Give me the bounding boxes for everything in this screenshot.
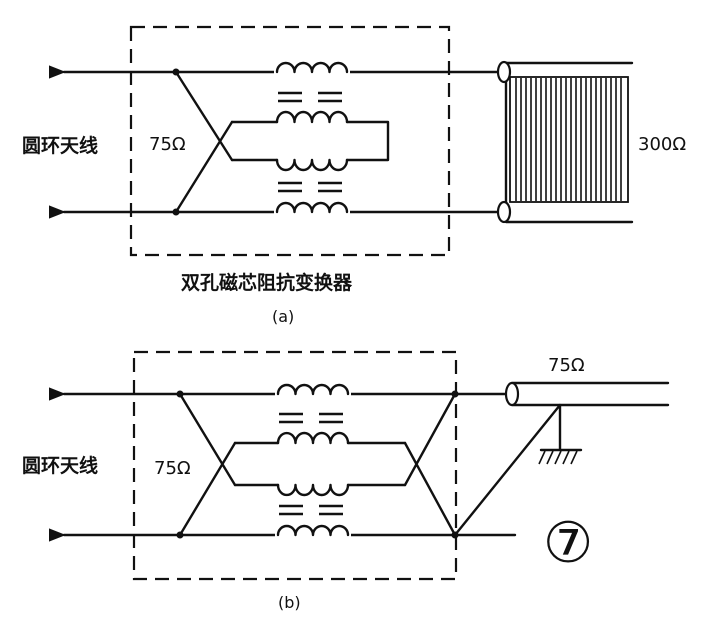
coil-b-center-upper <box>276 431 350 445</box>
transformer-b-box <box>132 350 458 581</box>
input-impedance-b: 75Ω <box>154 458 191 479</box>
shield-wire <box>453 403 562 537</box>
coil-a-top <box>275 61 349 74</box>
caption-a: (a) <box>272 307 294 326</box>
input-impedance-a: 75Ω <box>149 134 186 155</box>
transformer-label: 双孔磁芯阻抗变换器 <box>181 271 353 294</box>
coax-cable-75 <box>504 381 670 407</box>
coil-a-bottom <box>275 201 349 214</box>
antenna-label-a: 圆环天线 <box>22 134 98 157</box>
coil-b-bottom <box>276 524 350 537</box>
cross-wire-a <box>174 70 234 214</box>
diagram-b: 圆环天线 75Ω 75Ω (b) ⑦ <box>22 350 670 612</box>
antenna-label-b: 圆环天线 <box>22 454 98 477</box>
cross-wire-b-left <box>178 392 237 537</box>
core-marks-b <box>279 412 343 516</box>
cross-wire-b-right <box>403 392 457 537</box>
cable-impedance-b: 75Ω <box>548 355 585 376</box>
output-impedance-a: 300Ω <box>638 134 686 155</box>
ground-symbol <box>538 448 583 465</box>
figure-number: ⑦ <box>543 511 593 576</box>
diagram-a: 圆环天线 75Ω 300Ω 双孔磁芯阻抗变换器 (a) <box>22 25 686 326</box>
coil-a-center-lower <box>275 158 349 172</box>
center-loop-b <box>233 441 407 487</box>
coil-a-center-upper <box>275 110 349 124</box>
core-marks-a <box>278 91 342 193</box>
coil-b-center-lower <box>276 483 350 497</box>
center-loop-a <box>230 120 390 162</box>
transformer-a-box <box>129 25 451 257</box>
twin-lead-300 <box>496 60 634 224</box>
caption-b: (b) <box>278 593 301 612</box>
coil-b-top <box>276 383 350 396</box>
